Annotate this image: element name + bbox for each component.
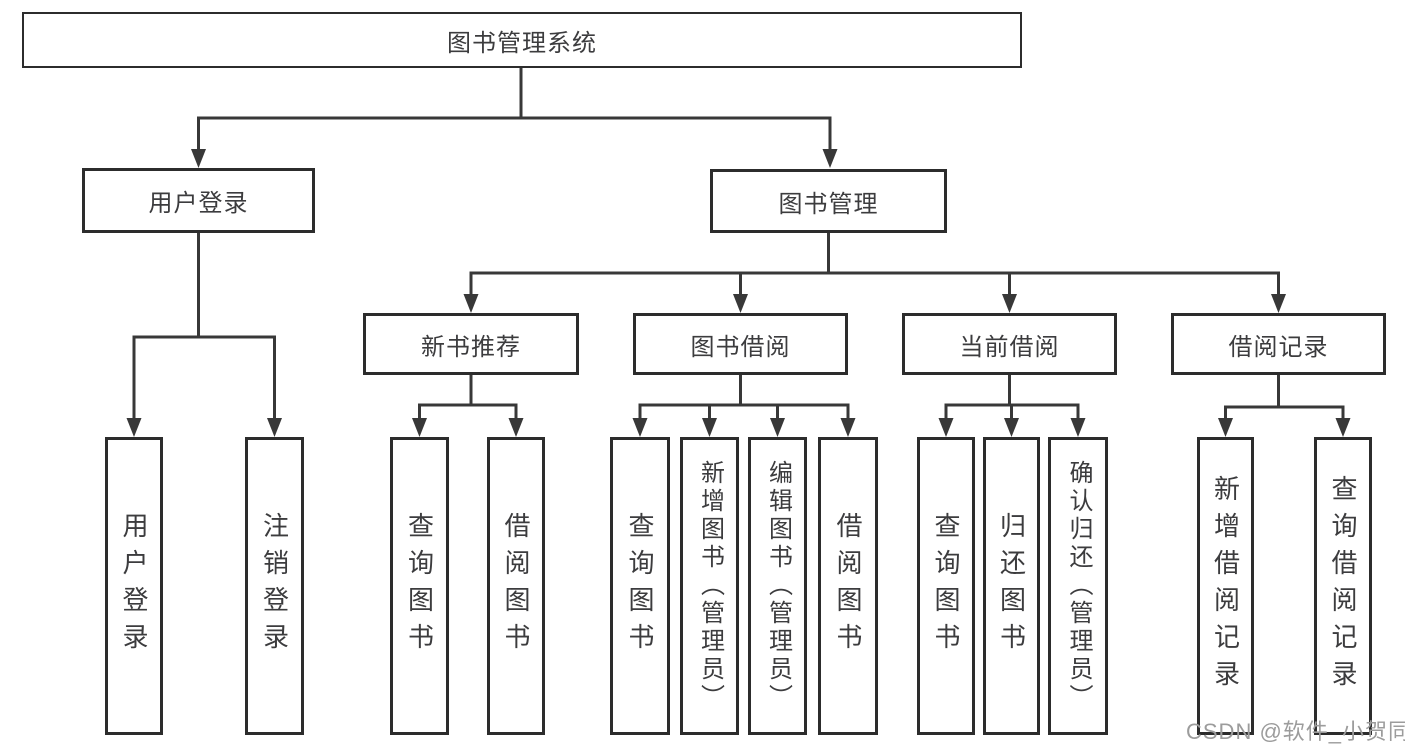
node-current-borrowing: 当前借阅	[902, 313, 1117, 375]
node-query-books-current-label: 查询图书	[931, 512, 961, 660]
connector-group-0	[191, 68, 838, 168]
arrowhead-icon	[1070, 418, 1086, 437]
node-borrow-books-recommend-label: 借阅图书	[501, 512, 531, 660]
node-book-management-label: 图书管理	[778, 190, 879, 218]
node-add-book-admin-label: 新增图书（管理员）	[696, 460, 724, 712]
node-query-books-borrowing-label: 查询图书	[625, 512, 655, 660]
arrowhead-icon	[126, 418, 142, 437]
arrowhead-icon	[508, 418, 524, 437]
node-root-label: 图书管理系统	[447, 29, 597, 57]
node-user-login-action-label: 用户登录	[119, 512, 149, 660]
connector-group-4	[632, 375, 856, 437]
node-confirm-return-admin: 确认归还（管理员）	[1048, 437, 1108, 735]
node-edit-book-admin-label: 编辑图书（管理员）	[764, 460, 792, 712]
node-book-borrowing: 图书借阅	[633, 313, 848, 375]
node-query-books-recommend-label: 查询图书	[404, 512, 435, 660]
arrowhead-icon	[463, 294, 479, 313]
node-query-borrow-record: 查询借阅记录	[1314, 437, 1372, 735]
arrowhead-icon	[702, 418, 717, 437]
connector-group-6	[1218, 375, 1351, 437]
node-add-borrow-record: 新增借阅记录	[1197, 437, 1254, 735]
arrowhead-icon	[938, 418, 954, 437]
node-confirm-return-admin-label: 确认归还（管理员）	[1065, 460, 1092, 712]
node-book-borrowing-label: 图书借阅	[690, 333, 791, 361]
arrowhead-icon	[191, 149, 206, 168]
node-root: 图书管理系统	[22, 12, 1022, 68]
arrowhead-icon	[1335, 418, 1351, 437]
node-query-books-recommend: 查询图书	[390, 437, 449, 735]
node-user-login-label: 用户登录	[148, 190, 249, 217]
node-query-books-current: 查询图书	[917, 437, 975, 735]
arrowhead-icon	[840, 418, 856, 437]
node-current-borrowing-label: 当前借阅	[959, 333, 1060, 361]
arrowhead-icon	[733, 294, 748, 313]
node-query-books-borrowing: 查询图书	[610, 437, 670, 735]
node-edit-book-admin: 编辑图书（管理员）	[748, 437, 807, 735]
connector-group-1	[126, 233, 282, 437]
node-add-borrow-record-label: 新增借阅记录	[1210, 475, 1241, 697]
arrowhead-icon	[267, 418, 282, 437]
arrowhead-icon	[412, 418, 427, 437]
node-book-management: 图书管理	[710, 169, 947, 233]
node-borrow-books-borrowing: 借阅图书	[818, 437, 878, 735]
arrowhead-icon	[822, 149, 838, 168]
node-borrowing-records: 借阅记录	[1171, 313, 1386, 375]
csdn-watermark: CSDN @软件_小贺同学	[1186, 719, 1405, 744]
node-new-book-recommendation: 新书推荐	[363, 313, 579, 375]
node-new-book-recommendation-label: 新书推荐	[421, 333, 521, 361]
node-user-login: 用户登录	[82, 168, 315, 233]
arrowhead-icon	[1002, 294, 1017, 313]
node-logout: 注销登录	[245, 437, 304, 735]
connector-group-3	[412, 375, 524, 437]
node-borrow-books-recommend: 借阅图书	[487, 437, 545, 735]
arrowhead-icon	[1004, 418, 1019, 437]
arrowhead-icon	[1271, 294, 1286, 313]
connector-group-5	[938, 375, 1086, 437]
connector-group-2	[463, 233, 1286, 313]
node-add-book-admin: 新增图书（管理员）	[680, 437, 739, 735]
arrowhead-icon	[632, 418, 648, 437]
node-query-borrow-record-label: 查询借阅记录	[1328, 475, 1358, 697]
arrowhead-icon	[1218, 418, 1233, 437]
node-user-login-action: 用户登录	[105, 437, 163, 735]
node-borrow-books-borrowing-label: 借阅图书	[833, 512, 863, 660]
arrowhead-icon	[770, 418, 785, 437]
node-return-books: 归还图书	[983, 437, 1040, 735]
node-borrowing-records-label: 借阅记录	[1228, 333, 1329, 361]
node-return-books-label: 归还图书	[996, 512, 1027, 660]
node-logout-label: 注销登录	[259, 512, 290, 660]
